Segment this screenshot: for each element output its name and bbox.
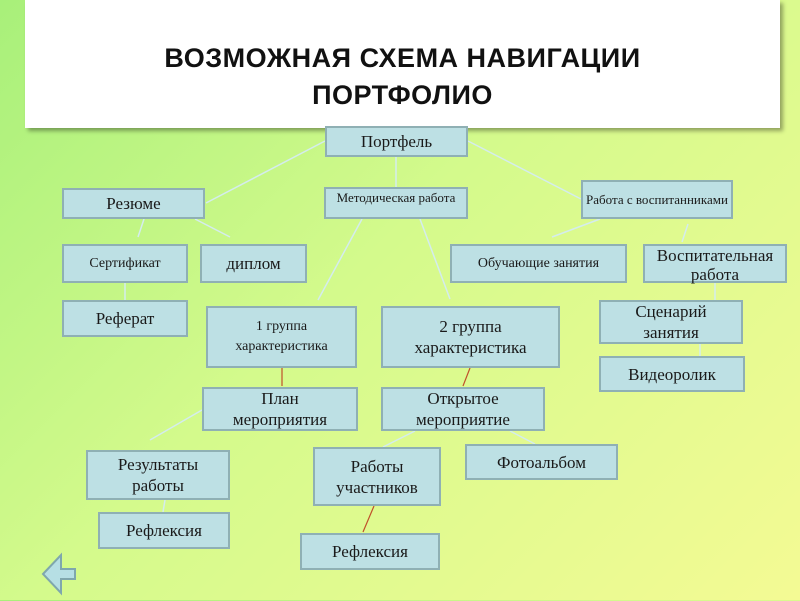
node-open-event[interactable]: Открытое мероприятие (381, 387, 545, 431)
link-resume-certificate (137, 218, 145, 238)
title-box: ВОЗМОЖНАЯ СХЕМА НАВИГАЦИИ ПОРТФОЛИО (25, 0, 780, 128)
node-group2[interactable]: 2 группа характеристика (381, 306, 560, 368)
link-group2-open (462, 367, 471, 387)
slide-title: ВОЗМОЖНАЯ СХЕМА НАВИГАЦИИ ПОРТФОЛИО (164, 43, 641, 110)
node-methodical-work[interactable]: Методическая работа (324, 187, 468, 219)
node-group1[interactable]: 1 группа характеристика (206, 306, 357, 368)
link-plan-results (149, 409, 203, 441)
link-results-reflection (162, 499, 166, 513)
link-open-participants (382, 430, 416, 448)
node-work-results[interactable]: Результаты работы (86, 450, 230, 500)
node-certificate[interactable]: Сертификат (62, 244, 188, 283)
link-resume-diploma (194, 218, 231, 238)
node-video[interactable]: Видеоролик (599, 356, 745, 392)
link-open-photoalbum (509, 430, 536, 445)
node-event-plan[interactable]: План мероприятия (202, 387, 358, 431)
back-arrow-icon (41, 552, 76, 596)
link-participants-reflection (362, 505, 375, 533)
node-participants-works[interactable]: Работы участников (313, 447, 441, 506)
node-work-with-pupils[interactable]: Работа с воспитанниками (581, 180, 733, 219)
node-reflection-left[interactable]: Рефлексия (98, 512, 230, 549)
node-scenario[interactable]: Сценарий занятия (599, 300, 743, 344)
node-resume[interactable]: Резюме (62, 188, 205, 219)
node-educational-work[interactable]: Воспитательная работа (643, 244, 787, 284)
node-diploma[interactable]: диплом (200, 244, 307, 283)
node-reflection-bottom[interactable]: Рефлексия (300, 533, 440, 570)
link-portfolio-resume (205, 140, 326, 204)
node-portfolio[interactable]: Портфель (325, 126, 468, 157)
link-pupils-lessons (551, 218, 601, 238)
back-button[interactable] (40, 552, 80, 596)
link-portfolio-pupils (467, 140, 582, 200)
node-lessons[interactable]: Обучающие занятия (450, 244, 627, 283)
link-method-group2 (419, 218, 451, 300)
node-photoalbum[interactable]: Фотоальбом (465, 444, 618, 480)
link-method-group1 (317, 218, 363, 301)
link-pupils-educational (681, 223, 689, 243)
node-essay[interactable]: Реферат (62, 300, 188, 337)
